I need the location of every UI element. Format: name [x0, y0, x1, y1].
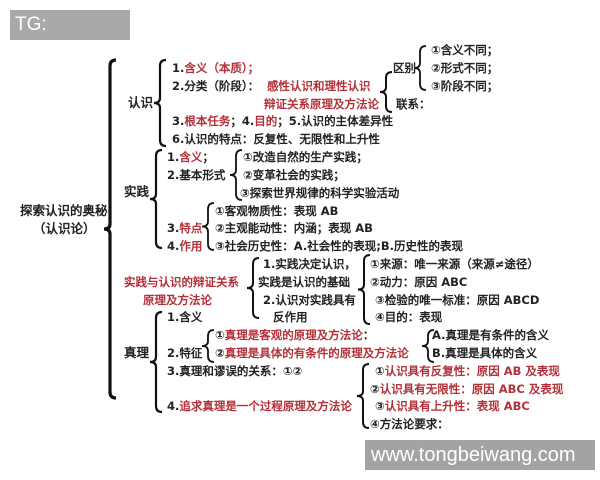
item-text: 作用	[179, 239, 203, 253]
item-text: 追求真理是一个过程原理及方法论	[179, 399, 352, 413]
num: ①	[375, 364, 385, 378]
diff-label: 区别	[393, 61, 416, 75]
brace	[246, 257, 260, 319]
item-text: 含义（本质）；	[184, 61, 260, 75]
sep: ；	[202, 150, 214, 164]
num: 3.	[167, 221, 180, 235]
relation-point: 2.认识对实践具有	[263, 293, 356, 307]
zhenli-label: 真理	[124, 345, 150, 360]
feature-item: ②主观能动性：内涵；表现 AB	[215, 221, 373, 235]
num: 4.	[167, 399, 180, 413]
meaning-item: B.真理是具体的含义	[432, 346, 538, 360]
meaning-item: A.真理是有条件的含义	[432, 328, 549, 342]
relation-label-2: 原理及方法论	[143, 293, 212, 307]
brace	[153, 58, 167, 148]
brace	[229, 149, 243, 201]
item-text: 根本任务	[184, 114, 231, 128]
item-text: 认识具有上升性：表现 ABC	[384, 399, 530, 413]
process-item: ②认识具有无限性：原因 ABC 及表现	[370, 382, 563, 396]
num: ③	[375, 399, 385, 413]
item-text: 目的	[254, 114, 278, 128]
brace	[379, 71, 393, 113]
renshi-label: 认识	[128, 95, 154, 110]
zhenli-item-2: 2.特征	[167, 346, 203, 360]
role-item: ④目的：表现	[375, 310, 443, 324]
num: 3.	[172, 114, 185, 128]
truth-feature: ①真理是客观的原理及方法论：	[215, 328, 374, 342]
root-subtitle: （认识论）	[33, 221, 96, 236]
diff-item: ③阶段不同；	[431, 79, 499, 93]
brace	[356, 363, 370, 429]
item-text: 真理是具体的有条件的原理及方法论	[224, 346, 409, 360]
truth-feature: ②真理是具体的有条件的原理及方法论	[215, 346, 409, 360]
num: ②	[370, 382, 380, 396]
brace	[103, 58, 117, 400]
renshi-item-3-5: 3.根本任务；4.目的；5.认识的主体差异性	[172, 114, 393, 128]
role-item: ①来源：唯一来源（来源≠途径）	[370, 257, 539, 271]
renshi-item-2-b: 辩证关系原理及方法论	[264, 97, 379, 111]
brace	[413, 45, 427, 91]
sep: ；4.	[230, 114, 255, 128]
feature-item: ①客观物质性：表现 AB	[215, 204, 339, 218]
relation-point: 1.实践决定认识，	[263, 257, 356, 271]
site-banner: www.tongbeiwang.com	[365, 440, 595, 470]
relation-point: 实践是认识的基础	[258, 275, 350, 289]
renshi-item-6: 6.认识的特点：反复性、无限性和上升性	[172, 132, 380, 146]
shijian-item-1: 1.含义；	[167, 150, 214, 164]
item-text: ；5.认识的主体差异性	[277, 114, 394, 128]
num: 1.	[172, 61, 185, 75]
item-text: 真理是客观的原理及方法论	[224, 328, 363, 342]
shijian-label: 实践	[124, 184, 150, 199]
item-text: 含义	[179, 150, 203, 164]
sep: ：	[362, 328, 375, 342]
brace	[421, 329, 435, 363]
shijian-item-4: 4.作用	[167, 239, 202, 253]
form-item: ③探索世界规律的科学实验活动	[240, 186, 400, 200]
watermark-label: TG: MYYJJPP	[10, 10, 130, 65]
zhenli-item-4: 4.追求真理是一个过程原理及方法论	[167, 399, 352, 413]
brace	[201, 202, 215, 251]
relation-point: 反作用	[273, 310, 308, 324]
num: 4.	[167, 239, 180, 253]
relation-label: 实践与认识的辩证关系	[124, 275, 239, 289]
zhenli-item-3: 3.真理和谬误的关系：①②	[167, 364, 303, 378]
process-item: ③认识具有上升性：表现 ABC	[375, 399, 530, 413]
diff-item: ②形式不同；	[431, 61, 499, 75]
role-item: ②动力：原因 ABC	[370, 275, 468, 289]
process-item: ①认识具有反复性：原因 AB 及表现	[375, 364, 560, 378]
method-item: ④方法论要求：	[370, 417, 449, 431]
diff-item: ①含义不同；	[431, 43, 499, 57]
item-text: 特点	[179, 221, 203, 235]
zhenli-item-1: 1.含义	[167, 310, 203, 324]
form-item: ①改造自然的生产实践；	[243, 150, 368, 164]
form-item: ②变革社会的实践；	[243, 168, 345, 182]
feature-item: ③社会历史性：A.社会性的表现;B.历史性的表现	[215, 239, 463, 253]
renshi-item-2-a: 感性认识和理性认识	[267, 79, 371, 93]
brace	[149, 148, 163, 250]
brace	[201, 329, 215, 363]
renshi-item-2: 2.分类（阶段）：	[172, 79, 260, 93]
num: ②	[215, 346, 225, 360]
item-text: 认识具有反复性：原因 AB 及表现	[384, 364, 560, 378]
shijian-item-2: 2.基本形式	[167, 168, 226, 182]
link-label: 联系：	[396, 97, 431, 111]
renshi-item-1: 1.含义（本质）；	[172, 61, 259, 75]
root-title: 探索认识的奥秘	[20, 203, 108, 218]
num: ①	[215, 328, 225, 342]
shijian-item-3: 3.特点	[167, 221, 202, 235]
num: 1.	[167, 150, 180, 164]
item-text: 认识具有无限性：原因 ABC 及表现	[379, 382, 564, 396]
role-item: ③检验的唯一标准：原因 ABCD	[375, 293, 540, 307]
brace	[357, 254, 371, 325]
brace	[149, 310, 163, 414]
